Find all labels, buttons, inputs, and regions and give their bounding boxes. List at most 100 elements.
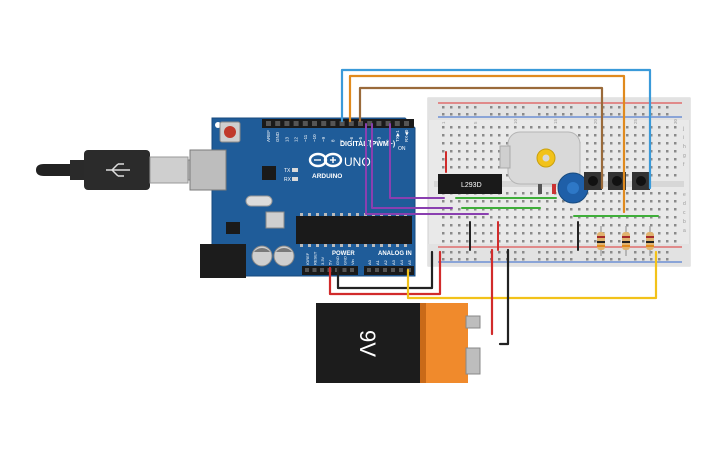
rail-hole: [442, 258, 445, 261]
power-pin[interactable]: [305, 268, 309, 272]
terminal-hole: [466, 240, 469, 243]
terminal-hole: [594, 126, 597, 129]
wire-black-gnd[interactable]: [336, 250, 434, 290]
terminal-hole: [650, 134, 653, 137]
terminal-hole: [586, 224, 589, 227]
terminal-hole: [650, 142, 653, 145]
rail-hole: [650, 258, 653, 261]
terminal-hole: [658, 158, 661, 161]
terminal-hole: [450, 232, 453, 235]
rail-hole: [594, 106, 597, 109]
digital-pin[interactable]: [293, 121, 299, 126]
terminal-hole: [626, 166, 629, 169]
rail-hole: [562, 258, 565, 261]
terminal-hole: [498, 208, 501, 211]
terminal-hole: [586, 126, 589, 129]
digital-pin[interactable]: [385, 121, 391, 126]
analog-pin[interactable]: [383, 268, 387, 272]
terminal-hole: [666, 142, 669, 145]
terminal-hole: [610, 134, 613, 137]
reset-button[interactable]: [219, 121, 241, 143]
column-number: 20: [593, 118, 598, 124]
terminal-hole: [570, 224, 573, 227]
digital-pin[interactable]: [321, 121, 327, 126]
analog-pin[interactable]: [399, 268, 403, 272]
rail-hole: [466, 258, 469, 261]
terminal-hole: [490, 216, 493, 219]
terminal-hole: [674, 150, 677, 153]
terminal-hole: [666, 240, 669, 243]
terminal-hole: [642, 224, 645, 227]
terminal-hole: [586, 158, 589, 161]
digital-pin[interactable]: [348, 121, 354, 126]
rail-hole: [474, 258, 477, 261]
terminal-hole: [538, 240, 541, 243]
digital-pin[interactable]: [367, 121, 373, 126]
terminal-hole: [450, 142, 453, 145]
terminal-hole: [594, 200, 597, 203]
terminal-hole: [578, 134, 581, 137]
terminal-hole: [618, 208, 621, 211]
chip-pin: [404, 244, 407, 247]
wire-blue-long[interactable]: [340, 68, 652, 190]
analog-pin-label: A4: [399, 259, 404, 265]
wire-brown[interactable]: [358, 86, 604, 190]
terminal-hole: [506, 134, 509, 137]
wire-purple-3[interactable]: [389, 123, 445, 199]
terminal-hole: [530, 200, 533, 203]
rail-hole: [562, 106, 565, 109]
terminal-hole: [634, 232, 637, 235]
power-pin[interactable]: [312, 268, 317, 272]
digital-pin[interactable]: [376, 121, 382, 126]
terminal-hole: [498, 166, 501, 169]
digital-pin[interactable]: [339, 121, 345, 126]
digital-pin[interactable]: [302, 121, 308, 126]
push-button-1[interactable]: [584, 172, 602, 190]
wire-battery-black[interactable]: [498, 248, 510, 346]
terminal-hole: [634, 166, 637, 169]
power-pin[interactable]: [342, 268, 347, 272]
power-pin[interactable]: [320, 268, 324, 272]
digital-pin[interactable]: [330, 121, 336, 126]
digital-pin[interactable]: [266, 121, 271, 126]
terminal-hole: [674, 232, 677, 235]
wire-purple-2[interactable]: [371, 123, 453, 209]
terminal-hole: [642, 150, 645, 153]
analog-pin[interactable]: [367, 268, 371, 272]
power-pin[interactable]: [350, 268, 354, 272]
digital-pin-label: ~6: [349, 136, 354, 142]
terminal-hole: [666, 224, 669, 227]
terminal-hole: [666, 126, 669, 129]
analog-pin[interactable]: [391, 268, 395, 272]
terminal-hole: [538, 126, 541, 129]
digital-pin[interactable]: [312, 121, 317, 126]
terminal-hole: [522, 208, 525, 211]
wire-yellow[interactable]: [406, 250, 658, 300]
terminal-hole: [530, 192, 533, 195]
terminal-hole: [554, 200, 557, 203]
terminal-hole: [650, 150, 653, 153]
wire-red-5v[interactable]: [328, 250, 442, 296]
digital-pin[interactable]: [358, 121, 363, 126]
digital-pin[interactable]: [394, 121, 400, 126]
potentiometer[interactable]: [557, 172, 589, 204]
rail-hole: [506, 113, 509, 116]
rail-hole: [610, 106, 613, 109]
terminal-hole: [634, 208, 637, 211]
rail-hole: [538, 251, 541, 254]
wire-purple-1[interactable]: [365, 123, 489, 215]
push-button-2[interactable]: [608, 172, 626, 190]
terminal-hole: [650, 158, 653, 161]
digital-pin[interactable]: [404, 121, 409, 126]
digital-pin-label: 8: [330, 139, 335, 142]
digital-pin[interactable]: [275, 121, 281, 126]
row-letter: c: [683, 210, 686, 216]
push-button-3[interactable]: [632, 172, 650, 190]
digital-pin[interactable]: [284, 121, 290, 126]
rail-hole: [658, 106, 661, 109]
terminal-hole: [626, 208, 629, 211]
terminal-hole: [442, 200, 445, 203]
analog-pin[interactable]: [375, 268, 379, 272]
wire-orange-long[interactable]: [348, 74, 626, 214]
